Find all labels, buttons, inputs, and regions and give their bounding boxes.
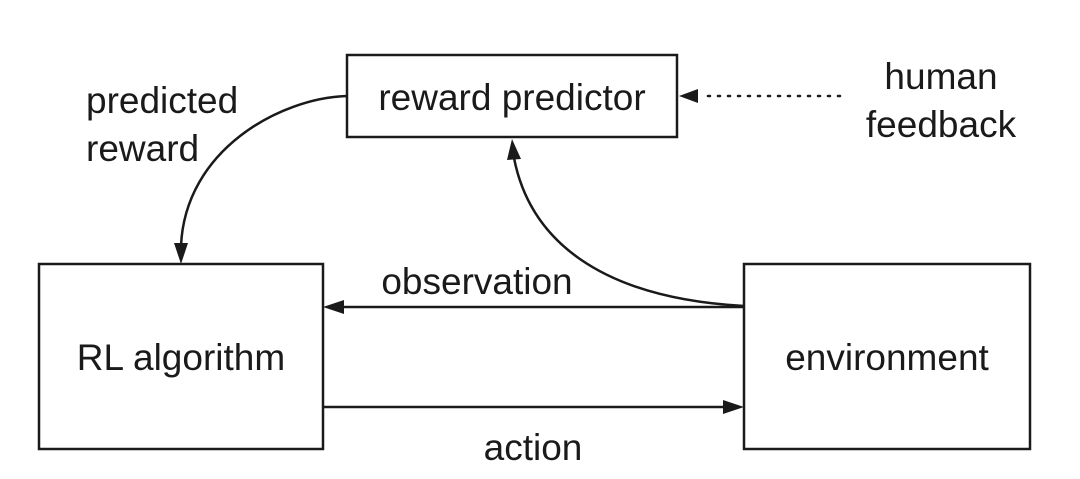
human-feedback-label-line1: human: [884, 56, 997, 97]
observation-label: observation: [381, 261, 572, 302]
environment-to-reward-predictor-arrowhead: [507, 139, 521, 160]
rl-algorithm-box: [37, 262, 325, 451]
action-label: action: [484, 427, 583, 468]
action-arrowhead: [723, 400, 744, 414]
predicted-reward-label-line1: predicted: [86, 80, 238, 121]
node-reward-predictor: reward predictor: [345, 53, 679, 139]
environment-box: [742, 262, 1032, 451]
environment-label: environment: [785, 337, 989, 378]
rl-algorithm-label: RL algorithm: [77, 337, 285, 378]
edge-observation: observation: [323, 261, 744, 314]
edge-environment-to-reward-predictor: [507, 139, 745, 308]
edge-predicted-reward: predicted reward: [86, 80, 348, 264]
observation-arrowhead: [323, 300, 344, 314]
predicted-reward-label-line2: reward: [86, 128, 199, 169]
human-feedback-arrowhead: [679, 89, 698, 103]
edge-action: action: [323, 400, 744, 468]
predicted-reward-arrowhead: [174, 243, 188, 264]
node-environment: environment: [742, 262, 1032, 451]
reward-predictor-label: reward predictor: [378, 77, 645, 118]
edge-human-feedback: human feedback: [679, 56, 1017, 145]
human-feedback-label-line2: feedback: [866, 104, 1017, 145]
environment-to-reward-predictor-curve: [512, 157, 745, 308]
predicted-reward-curve: [179, 94, 348, 247]
reward-predictor-box: [345, 53, 679, 139]
node-rl-algorithm: RL algorithm: [37, 262, 325, 451]
